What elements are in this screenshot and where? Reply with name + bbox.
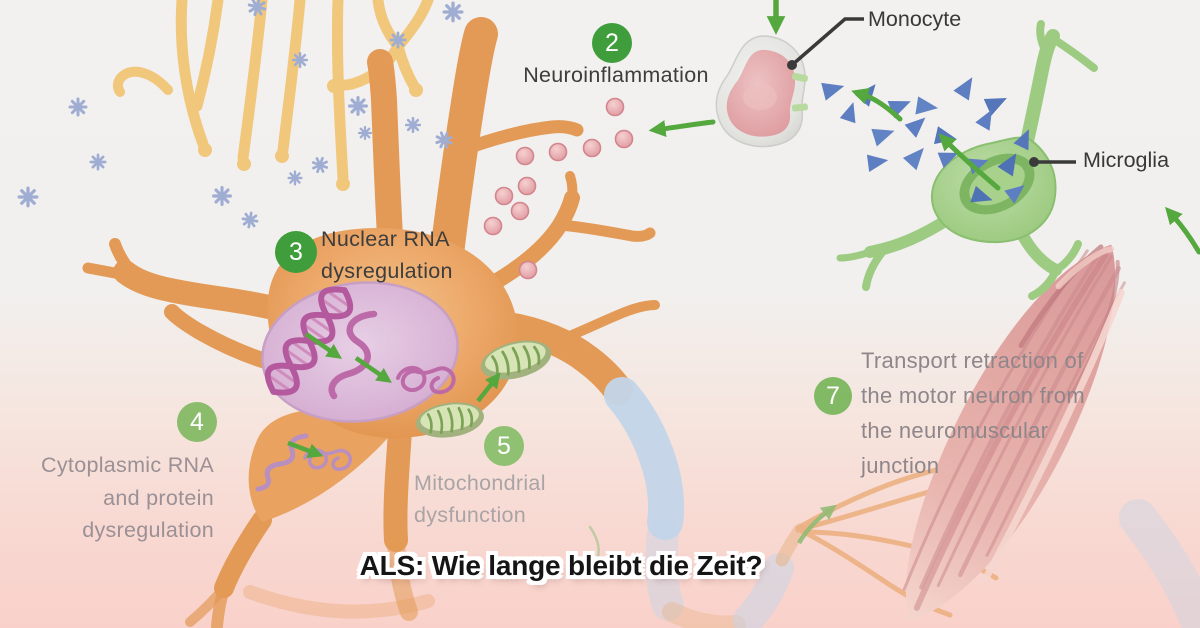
step-3-label: Nuclear RNA dysregulation bbox=[321, 224, 453, 287]
arrow-debris-to-monocyte bbox=[851, 88, 903, 122]
step-7-number: 7 bbox=[826, 381, 840, 410]
label-line: Nuclear RNA bbox=[321, 227, 450, 251]
microglia-label: Microglia bbox=[1083, 148, 1170, 172]
monocyte-pointer-line bbox=[787, 17, 864, 70]
dendrites bbox=[82, 17, 660, 628]
monocyte-label: Monocyte bbox=[868, 7, 962, 31]
label-line: the neuromuscular bbox=[861, 418, 1049, 443]
dna-icon bbox=[264, 286, 354, 396]
label-line: dysregulation bbox=[321, 258, 453, 283]
muscle-fiber bbox=[902, 244, 1126, 622]
rna-icon bbox=[328, 310, 378, 400]
step-4-number: 4 bbox=[190, 407, 204, 436]
protein-aggregate-icon bbox=[396, 366, 456, 395]
step-4-badge: 4 bbox=[177, 402, 217, 442]
arrow-rna-to-protein bbox=[354, 356, 392, 383]
step-5-number: 5 bbox=[497, 431, 511, 460]
arrow-monocyte-to-cytokines bbox=[648, 119, 716, 137]
faded-axon-myelin-chain bbox=[588, 499, 1200, 628]
microglia-pointer-line bbox=[1029, 157, 1076, 167]
step-2-badge: 2 bbox=[592, 23, 632, 63]
label-line: Mitochondrial bbox=[414, 471, 546, 495]
step-3-badge: 3 bbox=[275, 231, 317, 273]
cell-nucleus bbox=[261, 281, 459, 423]
step-3-number: 3 bbox=[289, 237, 303, 266]
step-2-label: Neuroinflammation bbox=[505, 63, 727, 88]
arrow-right-edge bbox=[1165, 206, 1200, 255]
step-7-label: Transport retraction of the motor neuron… bbox=[861, 343, 1085, 483]
label-line: the motor neuron from bbox=[861, 383, 1085, 408]
label-line: Cytoplasmic RNA bbox=[41, 453, 214, 477]
label-line: and protein bbox=[103, 485, 214, 510]
step-5-badge: 5 bbox=[484, 426, 524, 466]
label-line: Neuroinflammation bbox=[523, 63, 709, 87]
label-line: Transport retraction of bbox=[861, 348, 1084, 373]
myelin-sheath bbox=[604, 377, 685, 540]
step-5-label: Mitochondrial dysfunction bbox=[414, 467, 546, 531]
label-line: dysfunction bbox=[414, 503, 527, 527]
step-7-badge: 7 bbox=[814, 377, 852, 415]
green-arrows bbox=[648, 0, 1200, 255]
receptor bbox=[791, 103, 809, 112]
arrow-dna-to-rna bbox=[304, 332, 342, 359]
receptor bbox=[791, 72, 808, 83]
page-title: ALS: Wie lange bleibt die Zeit? bbox=[359, 550, 763, 581]
retraction-arrow bbox=[797, 504, 837, 545]
label-line: dysregulation bbox=[82, 518, 214, 542]
small-green-curve bbox=[588, 525, 600, 565]
arrow-cytoplasmic bbox=[287, 440, 324, 459]
label-line: junction bbox=[861, 453, 940, 478]
arrow-microglia-outflow bbox=[938, 133, 1001, 191]
arrow-mitochondria bbox=[476, 372, 501, 403]
mitochondria-icons bbox=[412, 332, 557, 444]
cytoplasmic-rna-protein bbox=[255, 433, 353, 492]
monocyte-cell bbox=[715, 17, 864, 148]
step-2-number: 2 bbox=[605, 28, 619, 57]
axon bbox=[480, 310, 633, 405]
step-4-label: Cytoplasmic RNA and protein dysregulatio… bbox=[8, 449, 214, 547]
synaptic-bulbs bbox=[198, 79, 423, 191]
